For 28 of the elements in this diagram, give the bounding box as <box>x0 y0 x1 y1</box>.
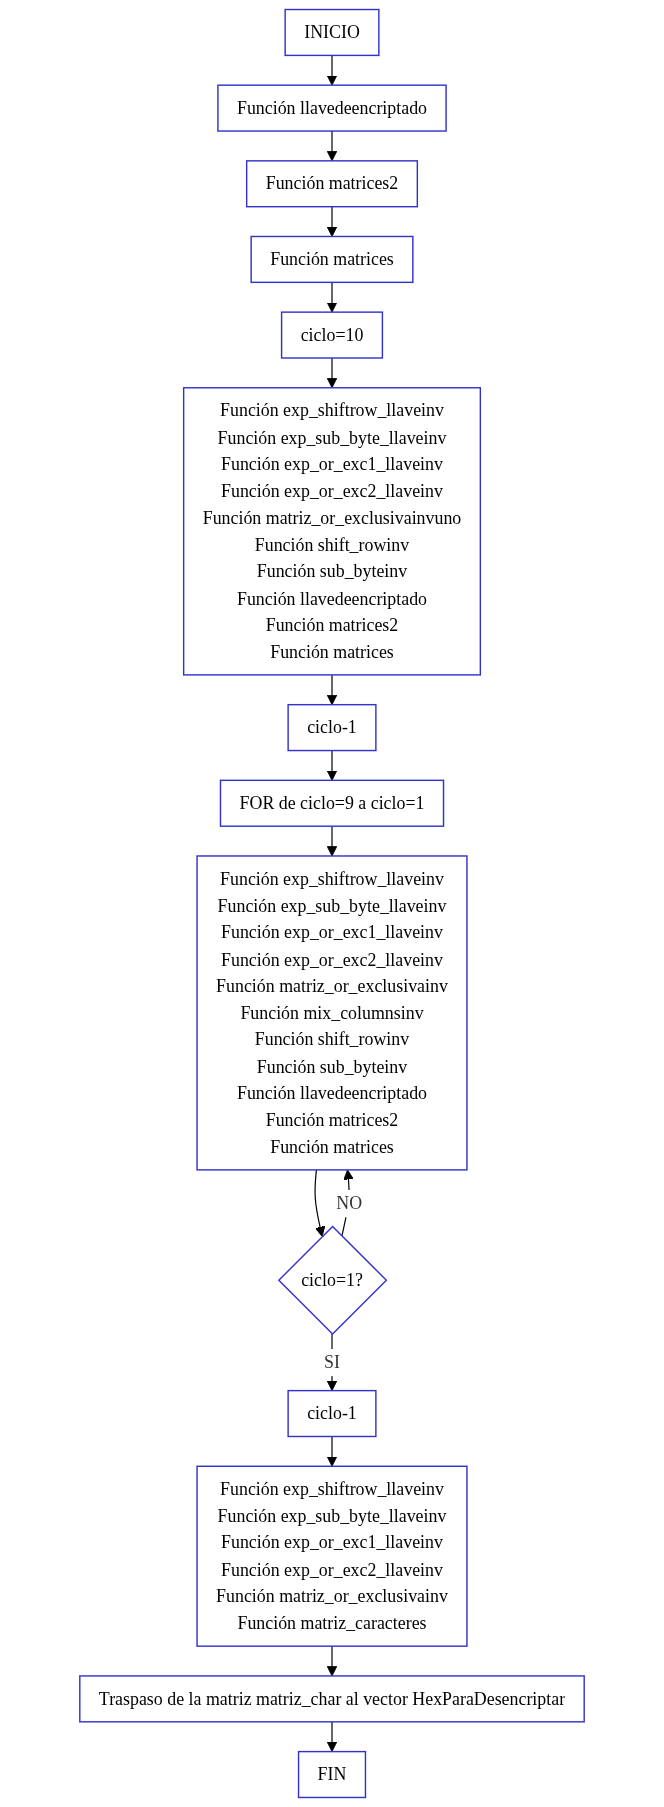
node-box: FIN <box>297 1750 367 1799</box>
arrow <box>326 825 338 857</box>
node-box: Función exp_shiftrow_llaveinv Función exp_sub_byte_llaveinv Función exp_or_exc1_llaveinv Función exp_or_exc2_llaveinv Función matriz_or_exclusivainv Función mix_columnsinv Función shift_rowinv Función sub_byteinv Función llavedeencriptado Función matrices2 Función matrices <box>196 855 468 1171</box>
arrow <box>326 130 338 162</box>
node-box: Función exp_shiftrow_llaveinv Función exp_sub_byte_llaveinv Función exp_or_exc1_llaveinv Función exp_or_exc2_llaveinv Función matriz_or_exclusivainv Función matriz_caracteres <box>196 1465 468 1647</box>
arrow <box>326 281 338 313</box>
node-box: INICIO <box>284 8 380 57</box>
edge-label: SI <box>324 1352 340 1372</box>
arrow <box>314 1169 326 1237</box>
arrow <box>326 357 338 389</box>
node-diamond: ciclo=1? <box>277 1225 388 1336</box>
arrow <box>326 674 338 706</box>
arrow <box>326 1435 338 1467</box>
node-box: ciclo-1 <box>287 703 377 752</box>
edge-label: NO <box>336 1193 363 1213</box>
node-box: Función matrices <box>250 235 414 284</box>
arrow <box>326 749 338 781</box>
node-box: ciclo=10 <box>280 311 384 359</box>
arrow <box>326 1721 338 1753</box>
node-box: FOR de ciclo=9 a ciclo=1 <box>219 779 445 827</box>
arrow <box>326 54 338 86</box>
node-box: Función exp_shiftrow_llaveinv Función exp_sub_byte_llaveinv Función exp_or_exc1_llaveinv Función exp_or_exc2_llaveinv Función matriz_or_exclusivainvuno Función shift_rowinv Función sub_byteinv Función llavedeencriptado Función matrices2 Función matrices <box>182 387 482 676</box>
node-box: ciclo-1 <box>287 1389 377 1438</box>
arrow <box>326 206 338 237</box>
arrow <box>326 1645 338 1677</box>
node-box: Función llavedeencriptado <box>217 84 447 132</box>
node-box: Función matrices2 <box>245 160 419 208</box>
node-box: Traspaso de la matriz matriz_char al vector HexParaDesencriptar <box>79 1675 585 1723</box>
